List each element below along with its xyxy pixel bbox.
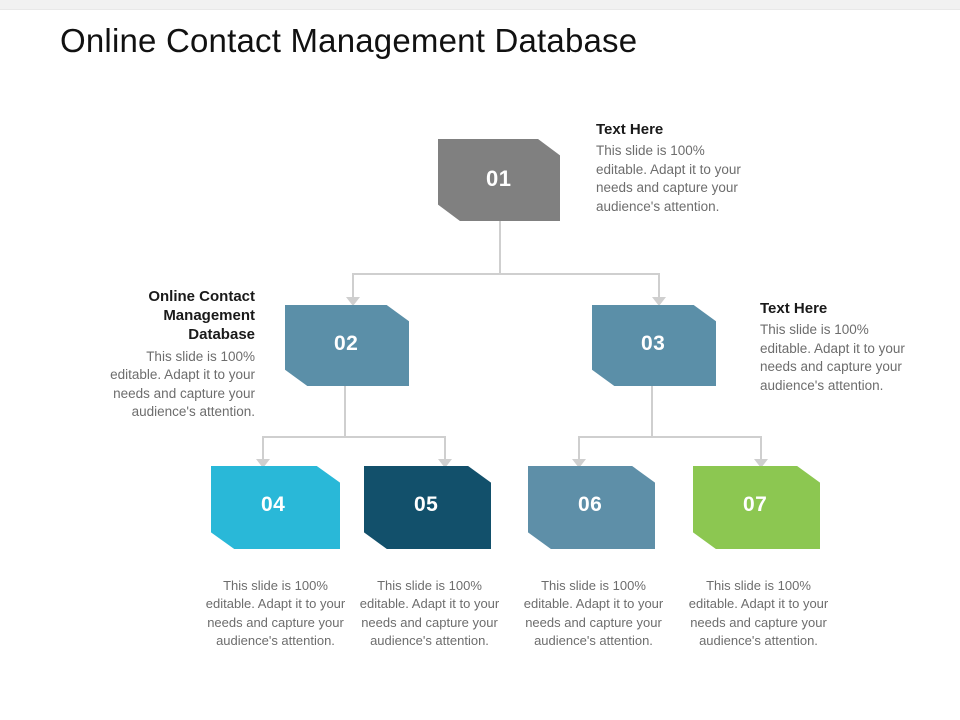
text-block-mid-right-body: This slide is 100% editable. Adapt it to… bbox=[760, 322, 905, 394]
caption-node-05: This slide is 100% editable. Adapt it to… bbox=[359, 578, 500, 649]
text-block-mid-left: Online Contact Management Database This … bbox=[105, 287, 255, 422]
text-block-mid-right: Text Here This slide is 100% editable. A… bbox=[760, 299, 912, 396]
connector-level3-bar-left bbox=[262, 436, 446, 438]
connector-level3-bar-right bbox=[578, 436, 762, 438]
arrowhead-to-06 bbox=[572, 459, 586, 468]
node-04-number: 04 bbox=[261, 493, 286, 516]
connector-to-03 bbox=[658, 273, 660, 299]
caption-node-06: This slide is 100% editable. Adapt it to… bbox=[523, 578, 664, 649]
page-title: Online Contact Management Database bbox=[60, 22, 638, 59]
node-02[interactable]: 02 bbox=[285, 305, 409, 386]
text-block-mid-left-heading: Online Contact Management Database bbox=[148, 288, 255, 344]
connector-02-trunk bbox=[344, 386, 346, 436]
caption-node-04: This slide is 100% editable. Adapt it to… bbox=[205, 578, 346, 649]
connector-level2-bar bbox=[352, 273, 660, 275]
connector-to-06 bbox=[578, 436, 580, 461]
connector-to-02 bbox=[352, 273, 354, 299]
connector-01-trunk bbox=[499, 221, 501, 273]
node-02-number: 02 bbox=[334, 332, 359, 355]
arrowhead-to-05 bbox=[438, 459, 452, 468]
node-07[interactable]: 07 bbox=[693, 466, 820, 549]
text-block-mid-left-body: This slide is 100% editable. Adapt it to… bbox=[110, 348, 255, 420]
node-07-number: 07 bbox=[743, 493, 768, 516]
node-01[interactable]: 01 bbox=[438, 139, 560, 221]
node-03[interactable]: 03 bbox=[592, 305, 716, 386]
node-01-number: 01 bbox=[486, 166, 512, 191]
connector-to-05 bbox=[444, 436, 446, 461]
caption-node-07: This slide is 100% editable. Adapt it to… bbox=[688, 578, 829, 649]
arrowhead-to-03 bbox=[652, 297, 666, 306]
text-block-top-right: Text Here This slide is 100% editable. A… bbox=[596, 120, 746, 217]
text-block-mid-right-heading: Text Here bbox=[760, 300, 828, 317]
node-06[interactable]: 06 bbox=[528, 466, 655, 549]
node-05[interactable]: 05 bbox=[364, 466, 491, 549]
arrowhead-to-04 bbox=[256, 459, 270, 468]
arrowhead-to-07 bbox=[754, 459, 768, 468]
top-border-strip bbox=[0, 0, 960, 10]
connector-to-07 bbox=[760, 436, 762, 461]
connector-03-trunk bbox=[651, 386, 653, 436]
node-06-number: 06 bbox=[578, 493, 603, 516]
text-block-top-right-heading: Text Here bbox=[596, 121, 664, 138]
arrowhead-to-02 bbox=[346, 297, 360, 306]
text-block-top-right-body: This slide is 100% editable. Adapt it to… bbox=[596, 143, 741, 215]
node-04[interactable]: 04 bbox=[211, 466, 340, 549]
connector-to-04 bbox=[262, 436, 264, 461]
node-05-number: 05 bbox=[414, 493, 439, 516]
node-03-number: 03 bbox=[641, 332, 666, 355]
